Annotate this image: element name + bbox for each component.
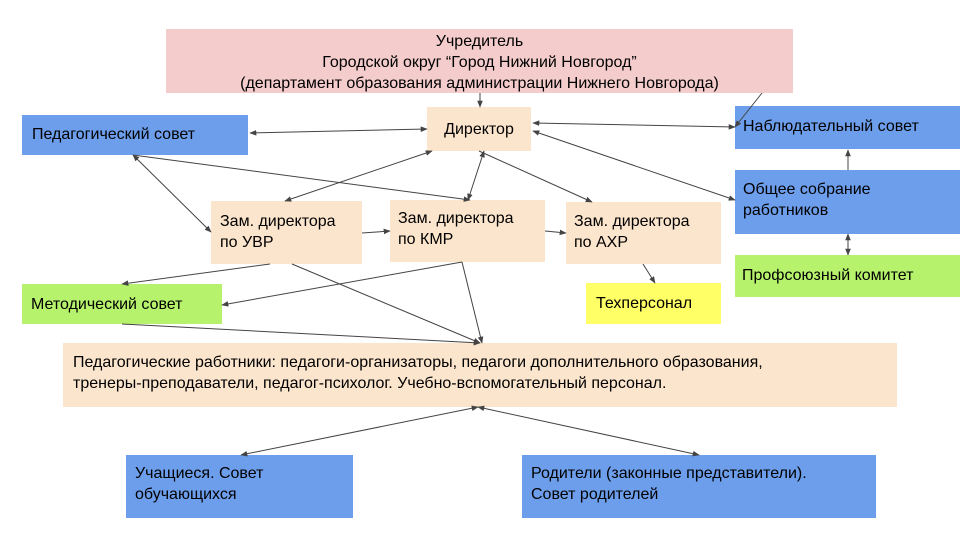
parents-box: Родители (законные представители). Совет… bbox=[522, 455, 876, 518]
arrow-uvr-method bbox=[121, 263, 271, 286]
arrow-kmr-ahr bbox=[544, 229, 567, 236]
deputy-ahr-line-2: по АХР bbox=[574, 233, 629, 251]
methodical-council-box: Методический совет bbox=[22, 284, 222, 324]
founder-org: Городской округ “Город Нижний Новгород” bbox=[322, 53, 637, 71]
founder-box: Учредитель Городской округ “Город Нижний… bbox=[166, 29, 793, 93]
arrow-uvr-kmr bbox=[361, 228, 391, 235]
tech-staff-box: Техперсонал bbox=[586, 283, 721, 324]
arrow-staff-students bbox=[240, 405, 479, 457]
trade-union-box: Профсоюзный комитет bbox=[735, 255, 960, 297]
arrow-director-kmr bbox=[467, 150, 485, 201]
arrow-director-meeting bbox=[532, 130, 736, 201]
general-meeting-line-2: работников bbox=[743, 201, 829, 219]
arrow-kmr-staff bbox=[461, 261, 484, 344]
trade-union-label: Профсоюзный комитет bbox=[742, 267, 914, 284]
pedagogical-staff-box: Педагогические работники: педагоги-орган… bbox=[63, 343, 897, 407]
students-box: Учащиеся. Совет обучающихся bbox=[126, 455, 353, 518]
pedagogical-council-label: Педагогический совет bbox=[32, 126, 196, 143]
supervisory-board-label: Наблюдательный совет bbox=[743, 118, 919, 135]
deputy-kmr-line-2: по КМР bbox=[398, 230, 454, 248]
general-meeting-line-1: Общее собрание bbox=[743, 181, 871, 198]
arrow-director-pedcouncil bbox=[249, 126, 428, 136]
arrow-pedcouncil-kmr bbox=[132, 154, 471, 202]
arrow-staff-parents bbox=[477, 405, 700, 457]
deputy-uvr-line-2: по УВР bbox=[220, 233, 274, 251]
deputy-uvr-box: Зам. директора по УВР bbox=[211, 201, 362, 264]
parents-line-2: Совет родителей bbox=[531, 485, 659, 503]
deputy-ahr-box: Зам. директора по АХР bbox=[566, 202, 721, 264]
director-box: Директор bbox=[427, 107, 531, 151]
arrow-pedcouncil-uvr bbox=[132, 154, 212, 233]
founder-title: Учредитель bbox=[435, 33, 524, 50]
pedagogical-staff-line-2: тренеры-преподаватели, педагог-психолог.… bbox=[73, 374, 667, 392]
arrow-director-ahr bbox=[478, 150, 593, 203]
tech-staff-label: Техперсонал bbox=[596, 295, 693, 312]
deputy-kmr-box: Зам. директора по КМР bbox=[390, 200, 545, 262]
arrow-kmr-method bbox=[221, 261, 463, 307]
pedagogical-council-box: Педагогический совет bbox=[22, 115, 248, 155]
deputy-ahr-line-1: Зам. директора bbox=[574, 213, 690, 230]
students-line-2: обучающихся bbox=[135, 485, 237, 503]
deputy-uvr-line-1: Зам. директора bbox=[220, 213, 336, 230]
pedagogical-staff-line-1: Педагогические работники: педагоги-орган… bbox=[73, 354, 763, 371]
arrow-director-supervisory bbox=[532, 120, 736, 130]
methodical-council-label: Методический совет bbox=[31, 296, 183, 313]
parents-line-1: Родители (законные представители). bbox=[531, 465, 807, 482]
arrow-ahr-tech bbox=[642, 263, 656, 284]
founder-department: (департамент образования администрации Н… bbox=[240, 74, 719, 92]
director-label: Директор bbox=[444, 121, 514, 138]
arrow-founder-supervisory bbox=[734, 92, 763, 128]
general-meeting-box: Общее собрание работников bbox=[735, 170, 960, 234]
deputy-kmr-line-1: Зам. директора bbox=[398, 210, 514, 227]
students-line-1: Учащиеся. Совет bbox=[135, 465, 264, 482]
arrow-method-staff bbox=[121, 323, 481, 346]
arrow-uvr-staff bbox=[291, 263, 481, 344]
supervisory-board-box: Наблюдательный совет bbox=[735, 106, 960, 149]
arrow-director-uvr bbox=[284, 150, 433, 202]
